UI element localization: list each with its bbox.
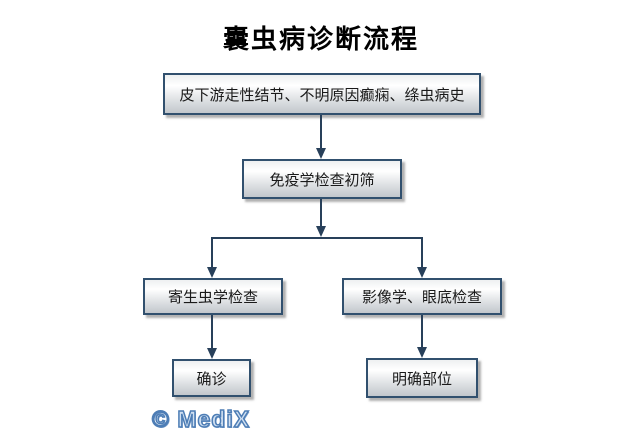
flow-node-confirm: 确诊 (172, 359, 251, 397)
connector-immunology-split-line (320, 199, 322, 226)
medix-watermark: © MediX (151, 405, 251, 433)
flow-node-locate: 明确部位 (366, 358, 478, 398)
flow-node-parasitology: 寄生虫学检查 (143, 278, 283, 315)
arrowhead-down-icon (316, 226, 326, 237)
flow-node-symptoms: 皮下游走性结节、不明原因癫痫、绦虫病史 (163, 73, 481, 115)
flow-node-confirm-label: 确诊 (196, 370, 227, 388)
flow-node-imaging-label: 影像学、眼底检查 (361, 289, 482, 306)
flow-node-symptoms-label: 皮下游走性结节、不明原因癫痫、绦虫病史 (179, 86, 465, 104)
connector-split-parasitology-line (211, 239, 213, 267)
page-title: 囊虫病诊断流程 (222, 24, 419, 54)
flow-node-locate-label: 明确部位 (391, 370, 452, 388)
connector-imaging-locate-line (421, 315, 423, 347)
flow-node-imaging: 影像学、眼底检查 (342, 278, 502, 315)
connector-split-imaging-line (421, 239, 423, 267)
flow-node-immunology: 免疫学检查初筛 (242, 159, 402, 199)
flow-node-parasitology-label: 寄生虫学检查 (167, 289, 258, 306)
connector-parasitology-confirm-line (211, 315, 213, 348)
arrowhead-down-icon (417, 267, 427, 278)
connector-split-horizontal-line (211, 237, 423, 239)
arrowhead-down-icon (207, 348, 217, 359)
arrowhead-down-icon (207, 267, 217, 278)
arrowhead-down-icon (316, 148, 326, 159)
connector-symptoms-immunology-line (320, 115, 322, 149)
arrowhead-down-icon (417, 347, 427, 358)
flow-node-immunology-label: 免疫学检查初筛 (269, 171, 375, 189)
